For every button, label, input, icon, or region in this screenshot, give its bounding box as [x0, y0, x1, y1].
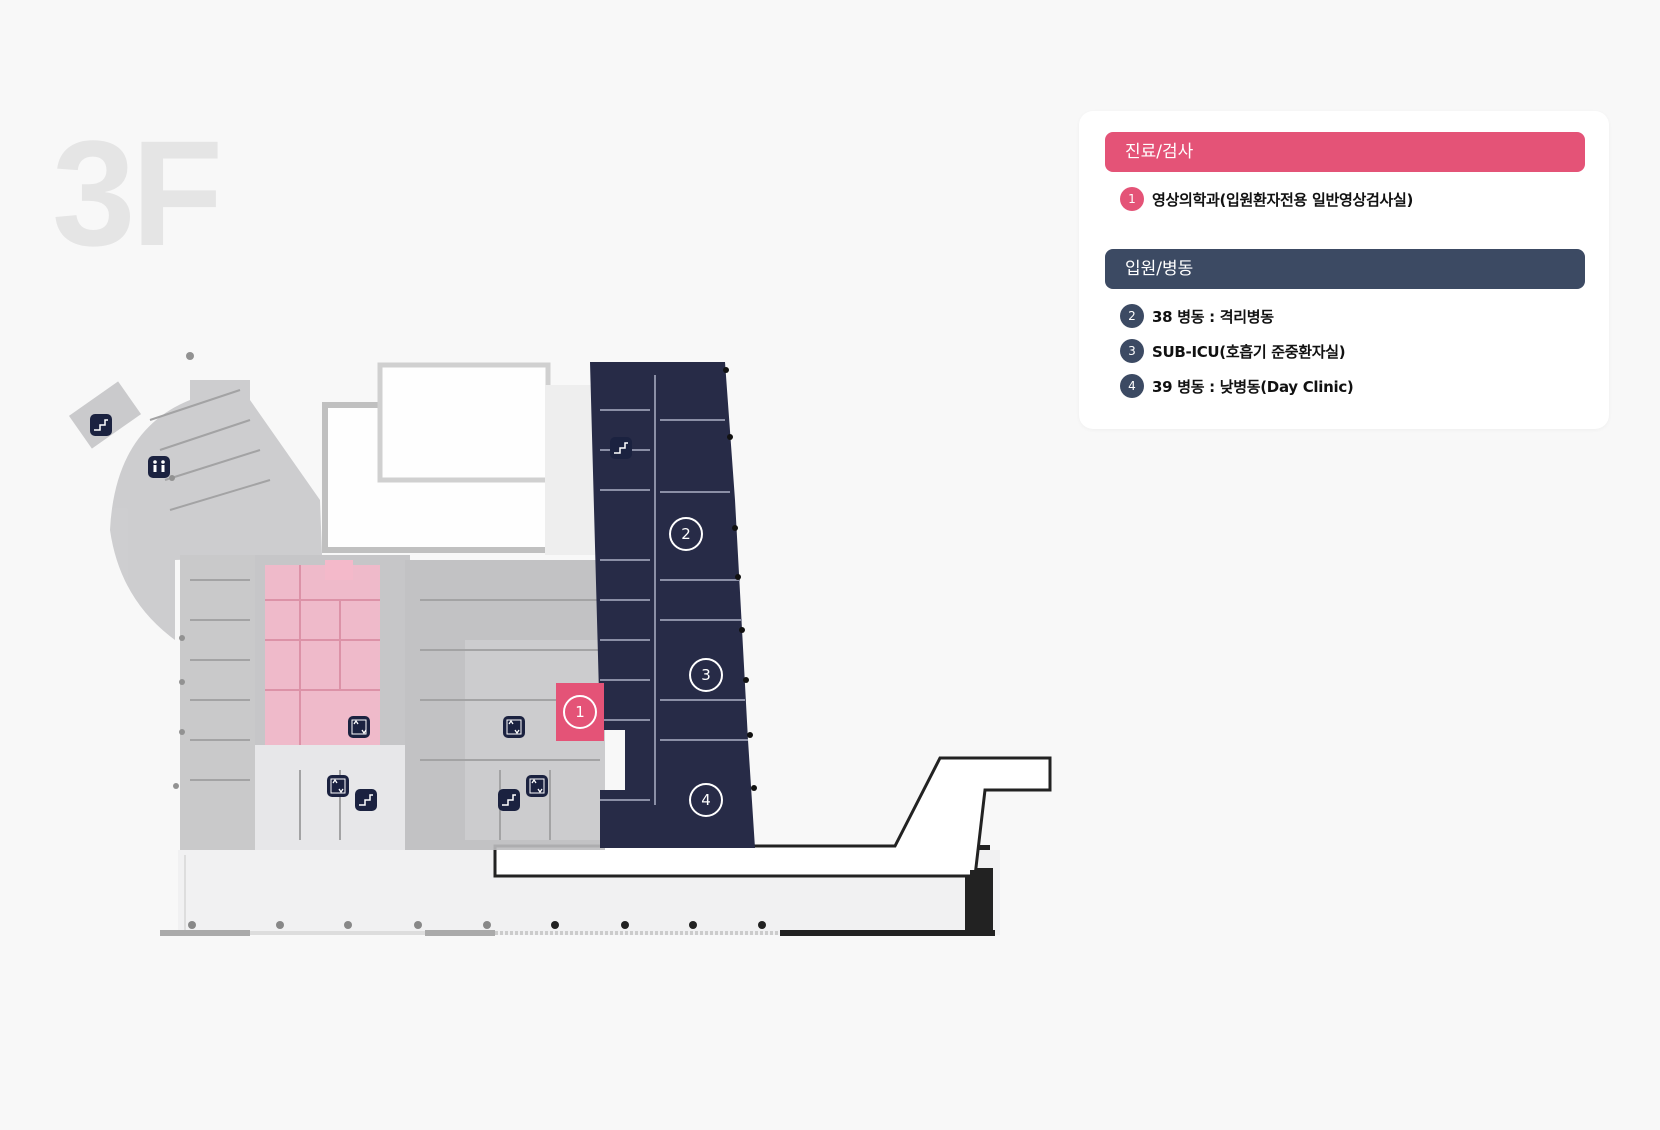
- marker-label: 4: [701, 791, 711, 809]
- stairs-icon: [498, 789, 520, 811]
- stairs-icon: [355, 789, 377, 811]
- elevator-icon: [526, 775, 548, 797]
- legend-header-clinic: 진료/검사: [1105, 132, 1585, 172]
- marker-label: 1: [575, 703, 585, 721]
- restroom-icon: [148, 456, 170, 478]
- stairs-icon: [90, 414, 112, 436]
- legend-label: 39 병동 : 낮병동(Day Clinic): [1152, 377, 1354, 396]
- legend-item-4[interactable]: 4 39 병동 : 낮병동(Day Clinic): [1120, 374, 1354, 398]
- map-marker-3[interactable]: 3: [689, 658, 723, 692]
- elevator-icon: [348, 716, 370, 738]
- stairs-icon: [610, 437, 632, 459]
- floor-label: 3F: [52, 109, 223, 277]
- legend-panel: 진료/검사 1 영상의학과(입원환자전용 일반영상검사실) 입원/병동 2 38…: [1079, 111, 1609, 429]
- legend-num: 3: [1120, 339, 1144, 363]
- legend-item-1[interactable]: 1 영상의학과(입원환자전용 일반영상검사실): [1120, 187, 1413, 211]
- legend-item-2[interactable]: 2 38 병동 : 격리병동: [1120, 304, 1274, 328]
- legend-item-3[interactable]: 3 SUB-ICU(호흡기 준중환자실): [1120, 339, 1346, 363]
- west-building: [68, 352, 605, 850]
- elevator-icon: [503, 716, 525, 738]
- ward-block: [590, 362, 757, 848]
- marker-label: 3: [701, 666, 711, 684]
- columns: [188, 921, 766, 929]
- legend-num: 4: [1120, 374, 1144, 398]
- map-marker-1[interactable]: 1: [563, 695, 597, 729]
- legend-header-ward: 입원/병동: [1105, 249, 1585, 289]
- legend-num: 2: [1120, 304, 1144, 328]
- legend-label: 영상의학과(입원환자전용 일반영상검사실): [1152, 190, 1414, 209]
- legend-num: 1: [1120, 187, 1144, 211]
- elevator-icon: [327, 775, 349, 797]
- legend-label: 38 병동 : 격리병동: [1152, 307, 1274, 326]
- legend-label: SUB-ICU(호흡기 준중환자실): [1152, 342, 1346, 361]
- map-marker-4[interactable]: 4: [689, 783, 723, 817]
- facility-icons: [90, 414, 632, 811]
- map-marker-2[interactable]: 2: [669, 517, 703, 551]
- marker-label: 2: [681, 525, 691, 543]
